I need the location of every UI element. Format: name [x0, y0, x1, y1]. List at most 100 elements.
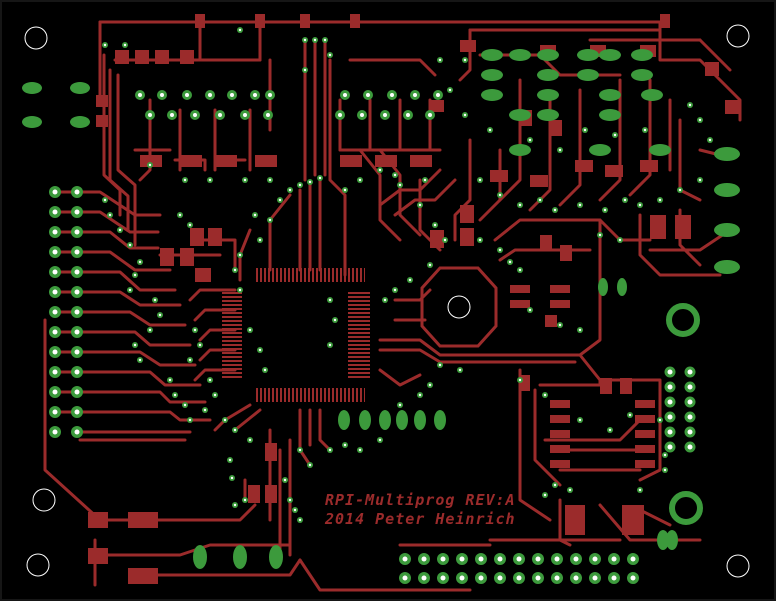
- pin-hole: [535, 575, 541, 581]
- pin-hole: [687, 384, 693, 390]
- via-hole: [658, 198, 662, 202]
- via-hole: [608, 428, 612, 432]
- pin-hole: [687, 369, 693, 375]
- pin-hole: [687, 444, 693, 450]
- pin-hole: [366, 93, 370, 97]
- pin-hole: [52, 269, 58, 275]
- pin-hole: [592, 556, 598, 562]
- smd-pads: [88, 14, 739, 584]
- via-hole: [298, 518, 302, 522]
- via-hole: [568, 488, 572, 492]
- pin-hole: [52, 249, 58, 255]
- via-hole: [553, 483, 557, 487]
- via-hole: [148, 328, 152, 332]
- pin-hole: [573, 556, 579, 562]
- pin-hole: [592, 575, 598, 581]
- pin-hole: [497, 575, 503, 581]
- pin-hole: [687, 414, 693, 420]
- pin-hole: [630, 556, 636, 562]
- board-title: RPI-Multiprog REV:A: [325, 491, 516, 509]
- via-hole: [328, 298, 332, 302]
- via-hole: [283, 478, 287, 482]
- mounting-keepout: [420, 266, 498, 348]
- pin-hole: [667, 369, 673, 375]
- header-icon: [22, 49, 740, 569]
- via-hole: [298, 448, 302, 452]
- via-hole: [268, 218, 272, 222]
- mounting-hole-icon: [23, 23, 751, 579]
- via-hole: [538, 198, 542, 202]
- via-hole: [708, 138, 712, 142]
- via-hole: [128, 243, 132, 247]
- via-hole: [528, 308, 532, 312]
- via-hole: [623, 198, 627, 202]
- via-hole: [193, 328, 197, 332]
- pin-hole: [554, 575, 560, 581]
- via-hole: [243, 178, 247, 182]
- via-hole: [243, 498, 247, 502]
- via-hole: [438, 58, 442, 62]
- pin-hole: [667, 429, 673, 435]
- pin-hole: [230, 93, 234, 97]
- pin-hole: [170, 113, 174, 117]
- via-hole: [263, 368, 267, 372]
- via-hole: [108, 213, 112, 217]
- pin-hole: [266, 113, 270, 117]
- via-hole: [303, 68, 307, 72]
- pin-hole: [74, 229, 80, 235]
- pin-hole: [421, 575, 427, 581]
- via-hole: [183, 403, 187, 407]
- via-hole: [498, 193, 502, 197]
- via-hole: [138, 260, 142, 264]
- pin-hole: [52, 429, 58, 435]
- via-hole: [458, 368, 462, 372]
- via-hole: [248, 328, 252, 332]
- pin-hole: [74, 269, 80, 275]
- via-hole: [678, 188, 682, 192]
- pin-hole: [74, 209, 80, 215]
- pin-hole: [253, 93, 257, 97]
- pin-hole: [383, 113, 387, 117]
- pin-hole: [390, 93, 394, 97]
- via-hole: [158, 313, 162, 317]
- via-hole: [428, 263, 432, 267]
- via-hole: [133, 343, 137, 347]
- pin-hole: [478, 575, 484, 581]
- pin-hole: [52, 409, 58, 415]
- pin-hole: [243, 113, 247, 117]
- via-hole: [418, 393, 422, 397]
- via-hole: [698, 178, 702, 182]
- via-hole: [383, 298, 387, 302]
- via-hole: [213, 393, 217, 397]
- via-hole: [663, 453, 667, 457]
- pin-hole: [185, 93, 189, 97]
- via-hole: [463, 113, 467, 117]
- pin-hole: [554, 556, 560, 562]
- via-hole: [208, 178, 212, 182]
- pin-hole: [138, 93, 142, 97]
- via-hole: [408, 278, 412, 282]
- pin-hole: [402, 556, 408, 562]
- via-hole: [643, 128, 647, 132]
- pin-hole: [160, 93, 164, 97]
- via-hole: [133, 273, 137, 277]
- pin-hole: [478, 556, 484, 562]
- pin-hole: [421, 556, 427, 562]
- via-hole: [230, 476, 234, 480]
- via-hole: [318, 176, 322, 180]
- pin-hole: [193, 113, 197, 117]
- via-hole: [313, 38, 317, 42]
- via-hole: [238, 288, 242, 292]
- via-hole: [603, 208, 607, 212]
- via-hole: [618, 238, 622, 242]
- pin-hole: [611, 556, 617, 562]
- pin-hole: [440, 556, 446, 562]
- via-hole: [248, 438, 252, 442]
- via-hole: [578, 328, 582, 332]
- via-hole: [118, 228, 122, 232]
- via-hole: [268, 178, 272, 182]
- pin-hole: [52, 389, 58, 395]
- via-hole: [578, 418, 582, 422]
- via-hole: [238, 28, 242, 32]
